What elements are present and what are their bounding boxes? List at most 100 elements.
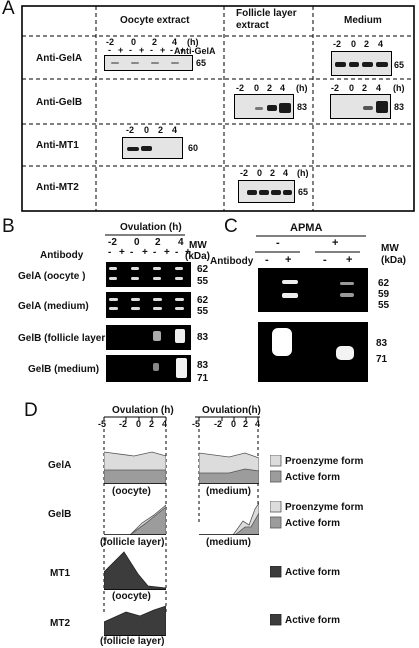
gel-gelb-follicle — [106, 325, 191, 350]
mw-gelb-follicle: 83 — [297, 102, 308, 112]
sign: - — [108, 247, 112, 258]
panel-c-antibody-label: Antibody — [210, 256, 254, 267]
mw-label: 71 — [197, 373, 209, 384]
gela-oocyte-timepoints: -2 0 2 4 (h) — [106, 37, 199, 48]
sign: - — [108, 45, 111, 55]
tp: -2 — [236, 83, 245, 93]
row-label-mt1: Anti-MT1 — [36, 140, 79, 151]
source-label: (medium) — [206, 537, 251, 548]
source-label: (oocyte) — [112, 591, 151, 602]
panel-b-row-label: GelA (oocyte ) — [18, 271, 86, 282]
tp: -2 — [106, 37, 115, 47]
tick: 0 — [231, 419, 237, 429]
panel-d-row-label: MT1 — [50, 568, 70, 579]
sign: - — [265, 254, 269, 266]
mw-label: 62 — [197, 264, 209, 275]
panel-a-grid — [21, 5, 415, 212]
legend-label: Proenzyme form — [285, 502, 364, 513]
sign: + — [139, 45, 145, 55]
legend-swatches-gelb — [270, 501, 282, 529]
panel-d-row-label: GelA — [48, 460, 72, 471]
source-label: (follicle layer) — [100, 636, 165, 647]
panel-d-ticks-right: -5 -2 0 2 4 — [192, 419, 272, 430]
panel-d-header-right: Ovulation(h) — [202, 405, 261, 416]
legend-label: Active form — [285, 567, 341, 578]
panel-b-kda: (kDa) — [185, 251, 211, 262]
sign: + — [118, 45, 124, 55]
mw-mt2: 65 — [298, 187, 309, 197]
tp: -2 — [108, 237, 117, 248]
panel-c-header: APMA — [290, 222, 323, 234]
mw-gela-medium: 65 — [394, 60, 405, 70]
panel-b-row-label: GelA (medium) — [18, 301, 89, 312]
panel-b-row-label: GelB (follicle layer ) — [18, 333, 112, 344]
col-header-follicle: Follicle layer extract — [236, 8, 297, 31]
mw-label: 83 — [376, 338, 388, 349]
mw-label: 59 — [378, 289, 390, 300]
legend-label: Active form — [285, 615, 341, 626]
source-label: (oocyte) — [112, 486, 151, 497]
mw-label: 55 — [197, 306, 209, 317]
tp: 2 — [364, 39, 370, 49]
tick: 2 — [149, 419, 155, 429]
tp: 2 — [152, 37, 158, 47]
tick: -5 — [192, 419, 201, 429]
panel-a-letter: A — [2, 0, 15, 19]
sign: - — [150, 45, 153, 55]
panel-b-mw-label: MW — [189, 240, 207, 251]
source-label: (follicle layer) — [100, 537, 165, 548]
tp: 0 — [254, 83, 260, 93]
row-label-gela: Anti-GelA — [36, 53, 83, 64]
mw-label: 83 — [197, 360, 209, 371]
panel-c-header-rule — [256, 235, 366, 237]
blot-mt1 — [122, 137, 183, 159]
tp: 0 — [257, 168, 263, 178]
panel-d-letter: D — [24, 400, 38, 421]
tp: 2 — [267, 83, 273, 93]
row-label-mt2: Anti-MT2 — [36, 182, 79, 193]
sign: - — [129, 45, 132, 55]
profile-gelb-follicle — [104, 504, 166, 535]
tp: 0 — [131, 37, 137, 47]
gela-medium-timepoints: -2 0 2 4 — [333, 39, 413, 50]
sign: - — [323, 254, 327, 266]
sign: + — [346, 254, 353, 266]
panel-c-mw-label: MW — [381, 243, 399, 254]
tp: 2 — [362, 83, 368, 93]
tp-hours: (h) — [393, 83, 405, 93]
blot-gelb-follicle — [234, 94, 294, 119]
col-header-medium: Medium — [344, 15, 382, 26]
mw-label: 62 — [197, 295, 209, 306]
mt2-timepoints: -2 0 2 4 (h) — [240, 168, 320, 179]
mw-gela-oocyte: 65 — [196, 58, 207, 68]
panel-b-antibody-label: Antibody — [40, 250, 84, 261]
gelb-medium-timepoints: -2 0 2 4 (h) — [331, 83, 411, 94]
sign: + — [285, 254, 292, 266]
tp: 0 — [134, 237, 140, 248]
tp: 0 — [349, 83, 355, 93]
profile-mt2-follicle — [104, 605, 166, 636]
tp: 2 — [270, 168, 276, 178]
mw-label: 55 — [378, 300, 390, 311]
legend-swatch-mt2 — [270, 614, 282, 626]
gela-oocyte-signs: - + - + - + - + — [106, 45, 196, 56]
col-header-oocyte: Oocyte extract — [120, 15, 190, 26]
legend-label: Active form — [285, 472, 341, 483]
profile-gela-oocyte — [104, 451, 166, 484]
legend-swatches-gela — [270, 455, 282, 483]
tp-hours: (h) — [187, 37, 199, 47]
legend-swatch-mt1 — [270, 566, 282, 578]
tp-hours: (h) — [296, 83, 308, 93]
legend-label: Active form — [285, 518, 341, 529]
gel-apma-bottom — [258, 322, 368, 382]
legend-label: Proenzyme form — [285, 456, 364, 467]
mw-label: 62 — [378, 278, 390, 289]
tick: -5 — [98, 419, 107, 429]
tp: 4 — [178, 237, 184, 248]
tick: -2 — [214, 419, 223, 429]
sign: + — [185, 247, 191, 258]
gel-gela-medium — [106, 292, 191, 318]
tp: 4 — [378, 39, 384, 49]
blot-mt2 — [238, 180, 295, 203]
mw-label: 71 — [376, 354, 388, 365]
